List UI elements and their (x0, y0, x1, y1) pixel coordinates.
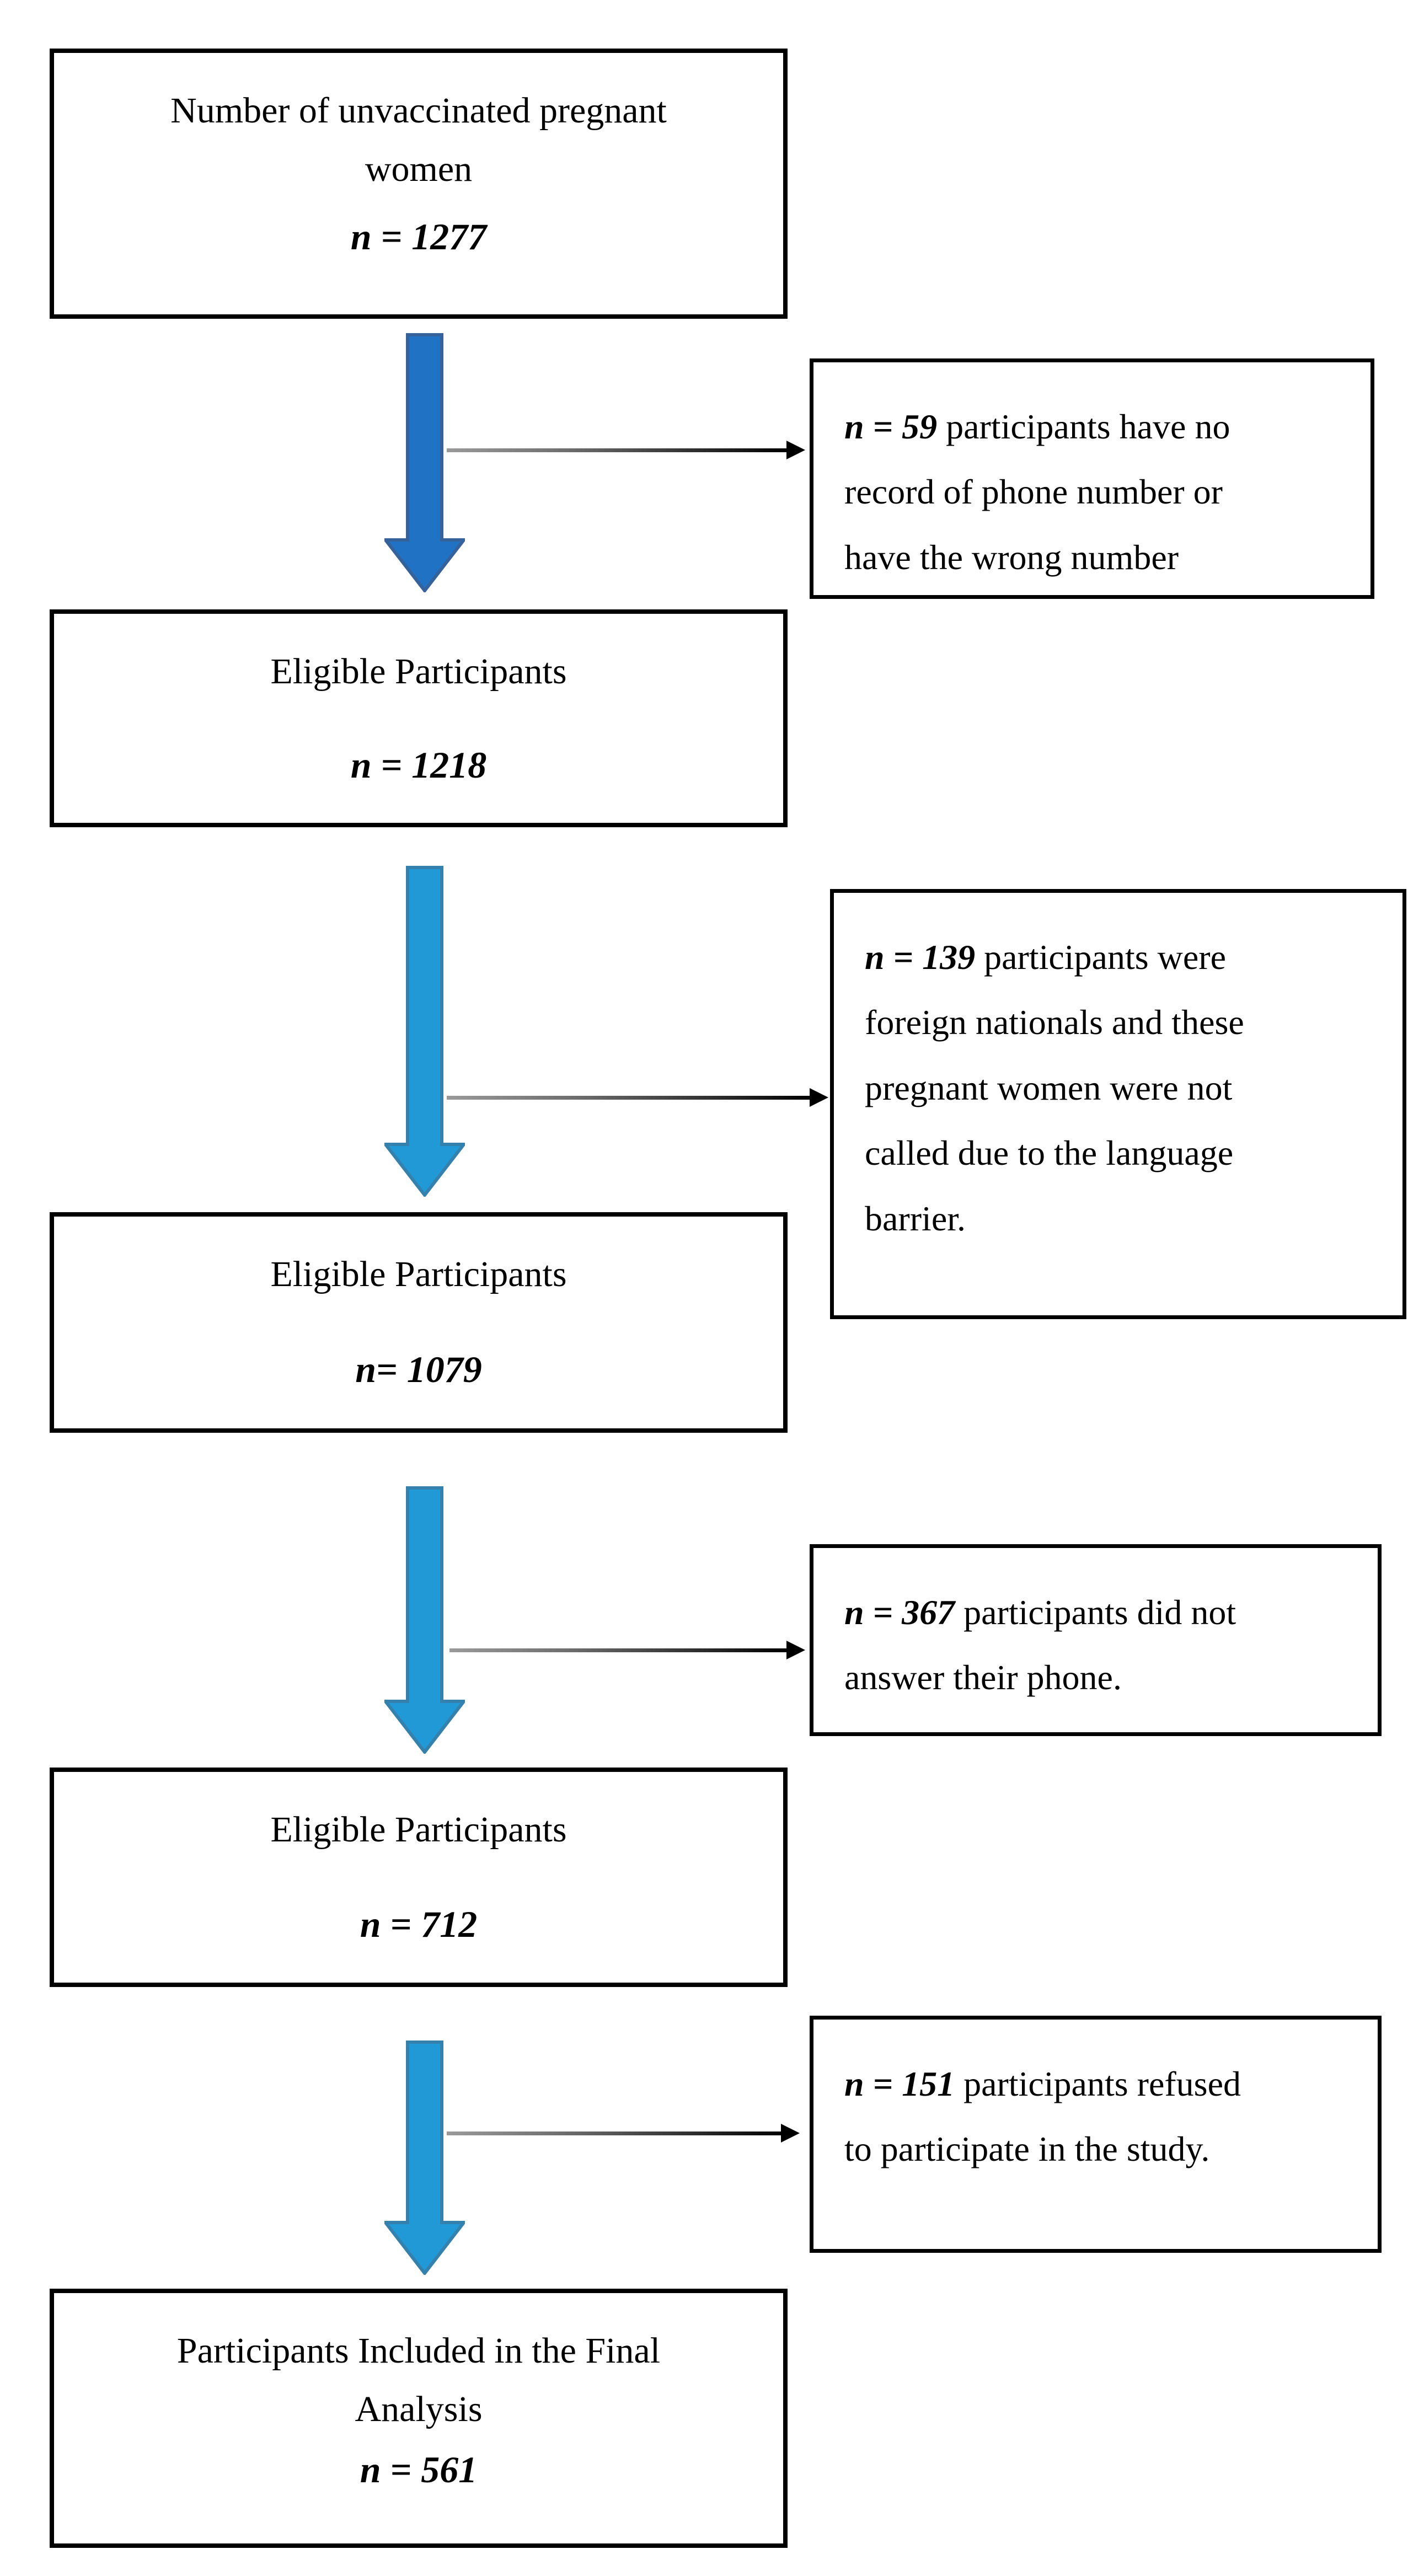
connector-arrowhead-icon (786, 1641, 805, 1659)
exclusion-box-foreign-nationals: n = 139 participants were foreign nation… (830, 889, 1406, 1319)
exclusion-count: n = 59 (844, 407, 938, 446)
exclusion-box-refused: n = 151 participants refused to particip… (810, 2016, 1382, 2253)
connector-line (447, 2132, 783, 2135)
connector-arrow-1 (447, 441, 805, 459)
flow-box-eligible-712: Eligible Participants n = 712 (50, 1768, 788, 1987)
box-title: Eligible Participants (270, 1809, 567, 1850)
connector-arrowhead-icon (786, 441, 805, 459)
down-arrow-4 (384, 2041, 465, 2275)
exclusion-text: n = 139 participants were foreign nation… (834, 893, 1402, 1251)
down-arrow-3-shape (384, 1486, 465, 1754)
exclusion-text: n = 59 participants have no record of ph… (813, 362, 1371, 590)
box-title: Eligible Participants (270, 1254, 567, 1294)
down-arrow-2-shape (384, 866, 465, 1197)
connector-arrow-3 (449, 1641, 805, 1659)
flow-box-final-analysis: Participants Included in the Final Analy… (50, 2289, 788, 2548)
exclusion-reason: participants were foreign nationals and … (865, 938, 1244, 1238)
connector-arrow-4 (447, 2124, 800, 2143)
exclusion-box-no-answer: n = 367 participants did not answer thei… (810, 1544, 1382, 1736)
box-count: n = 712 (360, 1903, 478, 1945)
box-count: n = 1218 (350, 743, 487, 786)
flow-box-eligible-1079: Eligible Participants n= 1079 (50, 1212, 788, 1433)
down-arrow-2 (384, 866, 465, 1197)
flow-box-eligible-1218: Eligible Participants n = 1218 (50, 609, 788, 827)
down-arrow-1-shape (384, 333, 465, 592)
exclusion-reason: participants did not answer their phone. (844, 1593, 1236, 1697)
box-count: n = 561 (360, 2449, 478, 2491)
down-arrow-1 (384, 333, 465, 592)
connector-arrowhead-icon (810, 1088, 828, 1107)
exclusion-text: n = 367 participants did not answer thei… (813, 1548, 1378, 1711)
box-title: Eligible Participants (270, 651, 567, 692)
connector-arrowhead-icon (781, 2124, 800, 2143)
flow-box-unvaccinated-women: Number of unvaccinated pregnant women n … (50, 49, 788, 319)
connector-line (447, 448, 789, 452)
down-arrow-3 (384, 1486, 465, 1754)
down-arrow-4-shape (384, 2041, 465, 2275)
exclusion-reason: participants refused to participate in t… (844, 2064, 1241, 2169)
exclusion-count: n = 139 (865, 938, 976, 977)
connector-line (449, 1648, 789, 1652)
box-title: Participants Included in the Final Analy… (176, 2331, 661, 2429)
box-title: Number of unvaccinated pregnant women (170, 90, 667, 189)
exclusion-count: n = 367 (844, 1593, 955, 1632)
exclusion-text: n = 151 participants refused to particip… (813, 2020, 1378, 2182)
exclusion-count: n = 151 (844, 2064, 955, 2103)
exclusion-reason: participants have no record of phone num… (844, 407, 1230, 577)
box-count: n= 1079 (355, 1348, 482, 1391)
box-count: n = 1277 (350, 215, 487, 258)
connector-line (447, 1096, 812, 1100)
exclusion-box-no-phone: n = 59 participants have no record of ph… (810, 358, 1374, 599)
connector-arrow-2 (447, 1088, 828, 1107)
